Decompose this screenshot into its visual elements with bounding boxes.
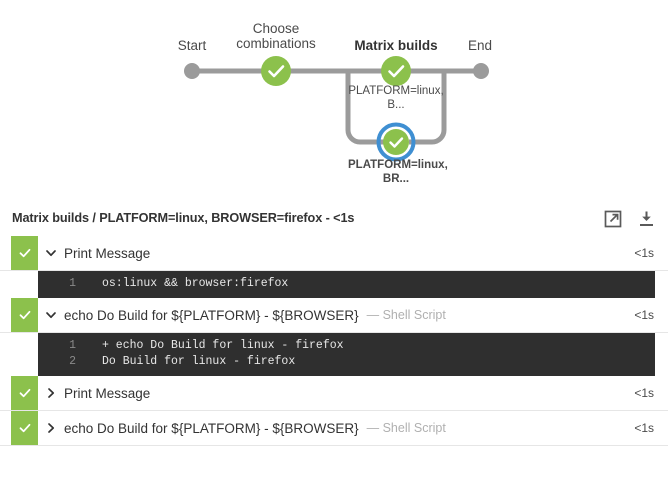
external-link-icon[interactable] (604, 209, 623, 228)
pipeline-node-start[interactable] (184, 63, 200, 79)
branch-fanout-left (345, 71, 384, 145)
console-line-text: Do Build for linux - firefox (102, 355, 296, 368)
log-panel: Matrix builds / PLATFORM=linux, BROWSER=… (0, 200, 668, 446)
log-header-actions (604, 209, 656, 228)
log-step-label: echo Do Build for ${PLATFORM} - ${BROWSE… (64, 307, 359, 323)
check-icon (19, 248, 30, 258)
log-step-row[interactable]: Print Message <1s (0, 376, 668, 411)
pipeline-node-matrix-builds[interactable] (381, 56, 411, 86)
log-step-label: Print Message (64, 245, 151, 261)
log-step-label-wrap: Print Message (64, 236, 634, 270)
chevron-right-icon (48, 388, 55, 398)
log-step-label: echo Do Build for ${PLATFORM} - ${BROWSE… (64, 420, 359, 436)
console-line: 1 os:linux && browser:firefox (38, 276, 655, 292)
log-step-row[interactable]: echo Do Build for ${PLATFORM} - ${BROWSE… (0, 411, 668, 446)
pipeline-node-branch-2[interactable] (376, 122, 416, 162)
console-output[interactable]: 1 + echo Do Build for linux - firefox 2 … (0, 333, 668, 376)
chevron-down-icon (46, 312, 56, 319)
status-badge-success (11, 376, 38, 410)
log-step-label-wrap: echo Do Build for ${PLATFORM} - ${BROWSE… (64, 298, 634, 332)
log-step-row[interactable]: Print Message <1s (0, 236, 668, 271)
selected-ring (376, 122, 416, 162)
chevron-down-icon (46, 250, 56, 257)
pipeline-label-choose-combinations: Choose combinations (236, 21, 316, 51)
pipeline-label-start: Start (177, 38, 207, 53)
log-step-sublabel: — Shell Script (366, 421, 446, 435)
log-step-sublabel: — Shell Script (366, 308, 446, 322)
console-line: 2 Do Build for linux - firefox (38, 354, 655, 370)
pipeline-label-matrix-builds: Matrix builds (354, 38, 438, 53)
log-step-duration: <1s (634, 308, 654, 322)
status-badge-success (11, 236, 38, 270)
console-line-number: 1 (69, 339, 76, 352)
branch-fanin-right (409, 71, 447, 145)
pipeline-graph: Start Choose combinations Matrix builds … (0, 0, 668, 200)
log-step-row[interactable]: echo Do Build for ${PLATFORM} - ${BROWSE… (0, 298, 668, 333)
check-icon (19, 310, 30, 320)
pipeline-branch-label-2: PLATFORM=linux, BR... (348, 159, 448, 185)
status-badge-success (11, 411, 38, 445)
console-line-number: 1 (69, 277, 76, 290)
check-icon (268, 65, 285, 78)
check-icon (388, 65, 405, 78)
pipeline-node-end[interactable] (473, 63, 489, 79)
console-line-number: 2 (69, 355, 76, 368)
log-step-duration: <1s (634, 421, 654, 435)
log-step-label-wrap: Print Message (64, 376, 634, 410)
pipeline-node-choose-combinations[interactable] (261, 56, 291, 86)
expand-toggle-chevron-down[interactable] (38, 298, 64, 332)
pipeline-graph-canvas (184, 56, 489, 162)
log-step-label: Print Message (64, 385, 151, 401)
log-step-duration: <1s (634, 246, 654, 260)
check-icon (19, 388, 30, 398)
console-line: 1 + echo Do Build for linux - firefox (38, 338, 655, 354)
pipeline-branch-label-1: PLATFORM=linux, B... (348, 85, 444, 111)
log-header: Matrix builds / PLATFORM=linux, BROWSER=… (0, 200, 668, 236)
expand-toggle-chevron-right[interactable] (38, 376, 64, 410)
console-line-text: os:linux && browser:firefox (102, 277, 289, 290)
log-title: Matrix builds / PLATFORM=linux, BROWSER=… (12, 211, 355, 225)
chevron-right-icon (48, 423, 55, 433)
check-icon (19, 423, 30, 433)
expand-toggle-chevron-right[interactable] (38, 411, 64, 445)
log-step-label-wrap: echo Do Build for ${PLATFORM} - ${BROWSE… (64, 411, 634, 445)
log-step-duration: <1s (634, 386, 654, 400)
console-output[interactable]: 1 os:linux && browser:firefox (0, 271, 668, 298)
expand-toggle-chevron-down[interactable] (38, 236, 64, 270)
console-line-text: + echo Do Build for linux - firefox (102, 339, 344, 352)
check-icon (389, 137, 404, 148)
pipeline-label-end: End (467, 38, 493, 53)
status-badge-success (11, 298, 38, 332)
download-icon[interactable] (637, 209, 656, 228)
